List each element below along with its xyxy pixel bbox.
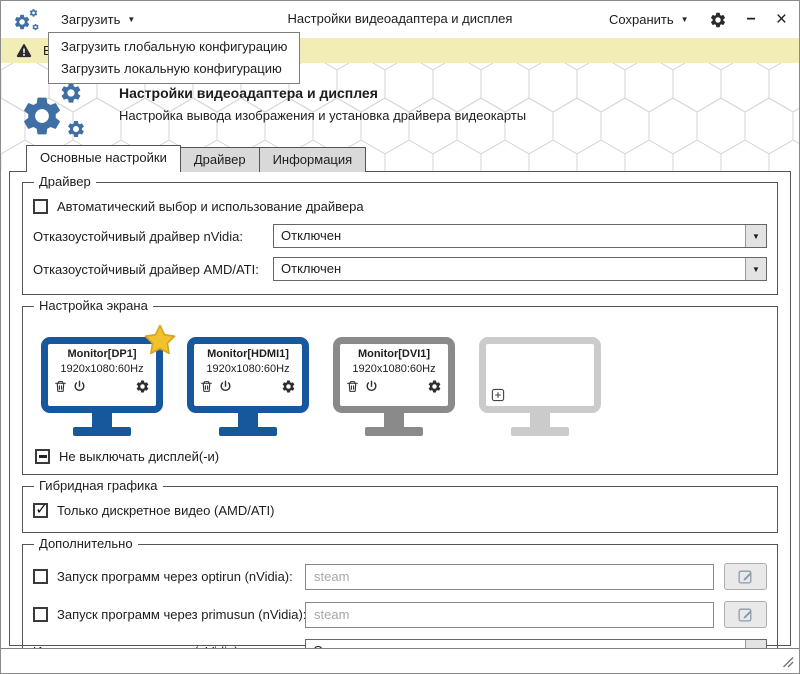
- trash-icon[interactable]: [54, 380, 67, 393]
- auto-driver-checkbox[interactable]: [33, 199, 48, 214]
- page-subtitle: Настройка вывода изображения и установка…: [119, 108, 527, 123]
- warning-text: В: [43, 43, 52, 58]
- failsafe-amd-value: Отключен: [281, 261, 342, 276]
- tab-content: Драйвер Автоматический выбор и использов…: [9, 171, 791, 673]
- optirun-input[interactable]: [305, 563, 714, 590]
- group-hybrid: Гибридная графика Только дискретное виде…: [22, 478, 778, 533]
- trash-icon[interactable]: [346, 380, 359, 393]
- chevron-down-icon: ▼: [752, 231, 760, 241]
- optirun-edit-button[interactable]: [724, 563, 767, 590]
- primusun-label: Запуск программ через primusun (nVidia):: [57, 607, 307, 622]
- tab-information[interactable]: Информация: [258, 147, 367, 172]
- group-driver: Драйвер Автоматический выбор и использов…: [22, 174, 778, 295]
- failsafe-amd-label: Отказоустойчивый драйвер AMD/ATI:: [33, 261, 259, 277]
- failsafe-amd-select[interactable]: Отключен ▼: [273, 257, 767, 281]
- group-hybrid-title: Гибридная графика: [34, 478, 163, 493]
- monitor-name: Monitor[DVI1]: [357, 348, 431, 360]
- optirun-label: Запуск программ через optirun (nVidia):: [57, 569, 293, 584]
- failsafe-nvidia-value: Отключен: [281, 228, 342, 243]
- optirun-checkbox[interactable]: [33, 569, 48, 584]
- save-menu-label: Сохранить: [609, 12, 674, 27]
- add-display-icon[interactable]: [491, 388, 505, 402]
- monitor-card-empty[interactable]: [479, 337, 601, 436]
- load-menu-popup: Загрузить глобальную конфигурацию Загруз…: [48, 32, 301, 84]
- group-screen-title: Настройка экрана: [34, 298, 153, 313]
- load-menu-label: Загрузить: [61, 12, 121, 27]
- group-extra-title: Дополнительно: [34, 536, 138, 551]
- monitor-row: Monitor[DP1] 1920x1080:60Hz Monitor[HDMI…: [33, 321, 767, 436]
- monitor-resolution: 1920x1080:60Hz: [60, 363, 144, 375]
- group-driver-title: Драйвер: [34, 174, 96, 189]
- monitor-name: Monitor[HDMI1]: [207, 348, 289, 360]
- power-icon[interactable]: [365, 380, 378, 393]
- keep-display-on-checkbox[interactable]: [35, 449, 50, 464]
- keep-display-on-label: Не выключать дисплей(-и): [59, 449, 220, 464]
- primusun-edit-button[interactable]: [724, 601, 767, 628]
- discrete-only-checkbox[interactable]: [33, 503, 48, 518]
- monitor-resolution: 1920x1080:60Hz: [206, 363, 290, 375]
- close-button[interactable]: ×: [775, 9, 787, 30]
- app-logo-gears-icon: [19, 79, 95, 143]
- gear-icon[interactable]: [427, 379, 442, 394]
- chevron-down-icon: ▼: [127, 15, 136, 24]
- chevron-down-icon: ▼: [752, 264, 760, 274]
- tab-bar: Основные настройки Драйвер Информация: [26, 145, 367, 172]
- edit-pencil-icon: [737, 606, 754, 623]
- page-title: Настройки видеоадаптера и дисплея: [119, 85, 378, 101]
- chevron-down-icon: ▼: [680, 15, 689, 24]
- menu-item-load-local[interactable]: Загрузить локальную конфигурацию: [61, 61, 282, 76]
- gear-icon[interactable]: [281, 379, 296, 394]
- failsafe-nvidia-label: Отказоустойчивый драйвер nVidia:: [33, 228, 243, 244]
- power-icon[interactable]: [219, 380, 232, 393]
- status-bar: [1, 648, 799, 673]
- combo-arrow-button[interactable]: ▼: [745, 258, 766, 280]
- load-menu-button[interactable]: Загрузить ▼: [61, 12, 135, 27]
- app-logo-gears-icon: [13, 7, 43, 33]
- save-menu-button[interactable]: Сохранить ▼: [609, 12, 689, 27]
- group-screen: Настройка экрана Monitor[DP1] 1920x1080:…: [22, 298, 778, 475]
- monitor-name: Monitor[DP1]: [67, 348, 137, 360]
- menu-item-load-global[interactable]: Загрузить глобальную конфигурацию: [61, 39, 288, 54]
- primary-star-icon: [143, 323, 177, 357]
- failsafe-nvidia-select[interactable]: Отключен ▼: [273, 224, 767, 248]
- primusun-checkbox[interactable]: [33, 607, 48, 622]
- combo-arrow-button[interactable]: ▼: [745, 225, 766, 247]
- auto-driver-label: Автоматический выбор и использование дра…: [57, 199, 364, 214]
- trash-icon[interactable]: [200, 380, 213, 393]
- power-icon[interactable]: [73, 380, 86, 393]
- primusun-input[interactable]: [305, 601, 714, 628]
- tab-main-settings[interactable]: Основные настройки: [26, 145, 181, 172]
- settings-gear-button[interactable]: [709, 11, 727, 29]
- minimize-button[interactable]: −: [746, 10, 756, 28]
- resize-grip[interactable]: [781, 655, 794, 668]
- edit-pencil-icon: [737, 568, 754, 585]
- monitor-resolution: 1920x1080:60Hz: [352, 363, 436, 375]
- gear-icon[interactable]: [135, 379, 150, 394]
- discrete-only-label: Только дискретное видео (AMD/ATI): [57, 503, 275, 518]
- monitor-card-hdmi1[interactable]: Monitor[HDMI1] 1920x1080:60Hz: [187, 337, 309, 436]
- tab-driver[interactable]: Драйвер: [179, 147, 260, 172]
- monitor-card-dvi1[interactable]: Monitor[DVI1] 1920x1080:60Hz: [333, 337, 455, 436]
- warning-triangle-icon: [14, 42, 34, 60]
- monitor-card-dp1[interactable]: Monitor[DP1] 1920x1080:60Hz: [41, 337, 163, 436]
